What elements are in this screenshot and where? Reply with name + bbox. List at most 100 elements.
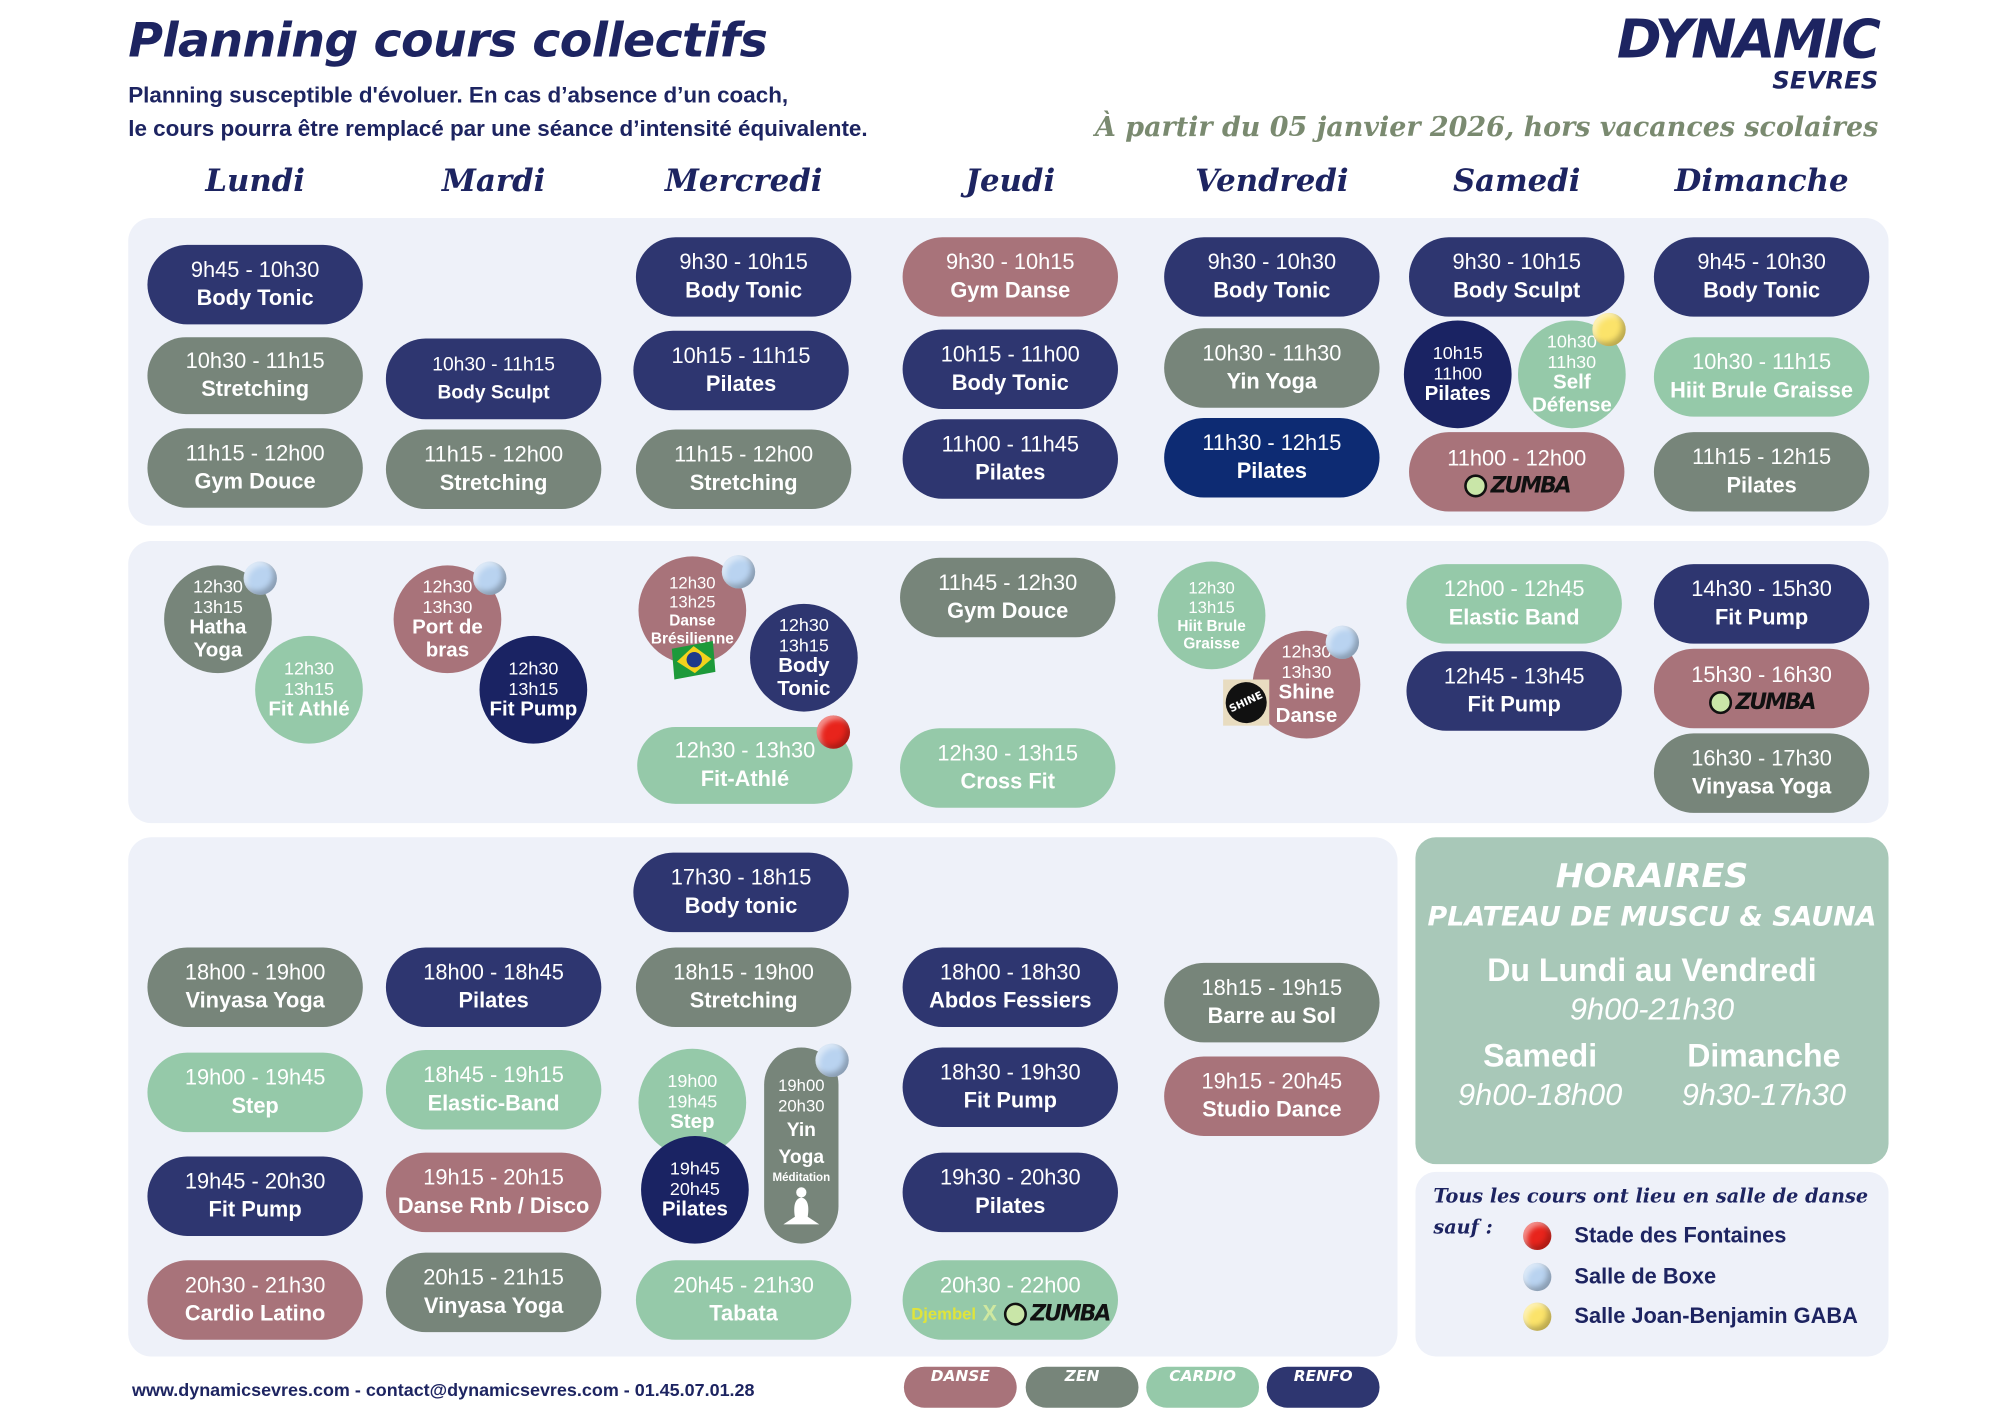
weekdays-label: Du Lundi au Vendredi (1487, 952, 1817, 989)
course-time: 12h45 - 13h45 (1443, 664, 1585, 689)
course-end: 10h30 (1765, 250, 1826, 275)
course-end: 13h15 (508, 678, 559, 699)
course-start: 18h00 (423, 960, 484, 985)
course-name: Pilates (1726, 473, 1797, 498)
course-name: Body Tonic (196, 285, 314, 311)
course-end: 10h30 (1275, 250, 1337, 275)
zumba-icon (1003, 1302, 1027, 1326)
course-name: Stretching (689, 470, 798, 495)
course-name: Pilates (975, 460, 1046, 485)
course-name: Danse Rnb / Disco (397, 1193, 590, 1218)
course-start: 11h15 (674, 442, 734, 467)
course-start: 20h30 (184, 1273, 246, 1298)
course-name: Cross Fit (960, 769, 1055, 794)
zumba-icon (1463, 474, 1487, 498)
day-header-vendredi: Vendredi (1195, 161, 1349, 199)
day-header-dimanche: Dimanche (1674, 161, 1849, 199)
weekdays-hours: 9h00-21h30 (1569, 992, 1735, 1027)
blue-dot-icon (473, 561, 507, 595)
course-start: 9h30 (679, 250, 728, 275)
course-end: 13h30 (1281, 661, 1332, 683)
course-end: 12h45 (1523, 576, 1585, 602)
course-name: Cardio Latino (184, 1301, 326, 1326)
course-end: 18h45 (503, 960, 564, 985)
course-start: 19h45 (669, 1157, 720, 1179)
legend-label: Stade des Fontaines (1574, 1223, 1787, 1248)
footer-contact[interactable]: www.dynamicsevres.com - contact@dynamics… (132, 1379, 755, 1401)
course-end: 12h30 (1016, 570, 1078, 595)
course-start: 9h30 (1452, 250, 1501, 275)
course-start: 16h30 (1691, 746, 1752, 771)
day-header-lundi: Lundi (205, 161, 305, 199)
course-end: 19h45 (264, 1065, 326, 1090)
course-start: 12h30 (422, 575, 473, 597)
course-end: 13h45 (1523, 664, 1585, 689)
course-end: 13h30 (422, 596, 473, 617)
course-name: Fit Pump (208, 1197, 302, 1222)
course-time: 16h30 - 17h30 (1691, 746, 1832, 771)
blue-dot-icon (1325, 625, 1360, 659)
course-name: Port de bras (412, 616, 483, 662)
day-header-jeudi: Jeudi (965, 161, 1056, 199)
course-time: 18h30 - 19h30 (939, 1060, 1081, 1085)
course-end: 18h15 (750, 865, 812, 890)
course-start: 10h15 (1432, 342, 1483, 363)
legend-label: Salle Joan-Benjamin GABA (1574, 1303, 1858, 1329)
course-time: 11h15 - 12h00 (424, 442, 564, 467)
category-renfo: RENFO (1266, 1366, 1380, 1408)
